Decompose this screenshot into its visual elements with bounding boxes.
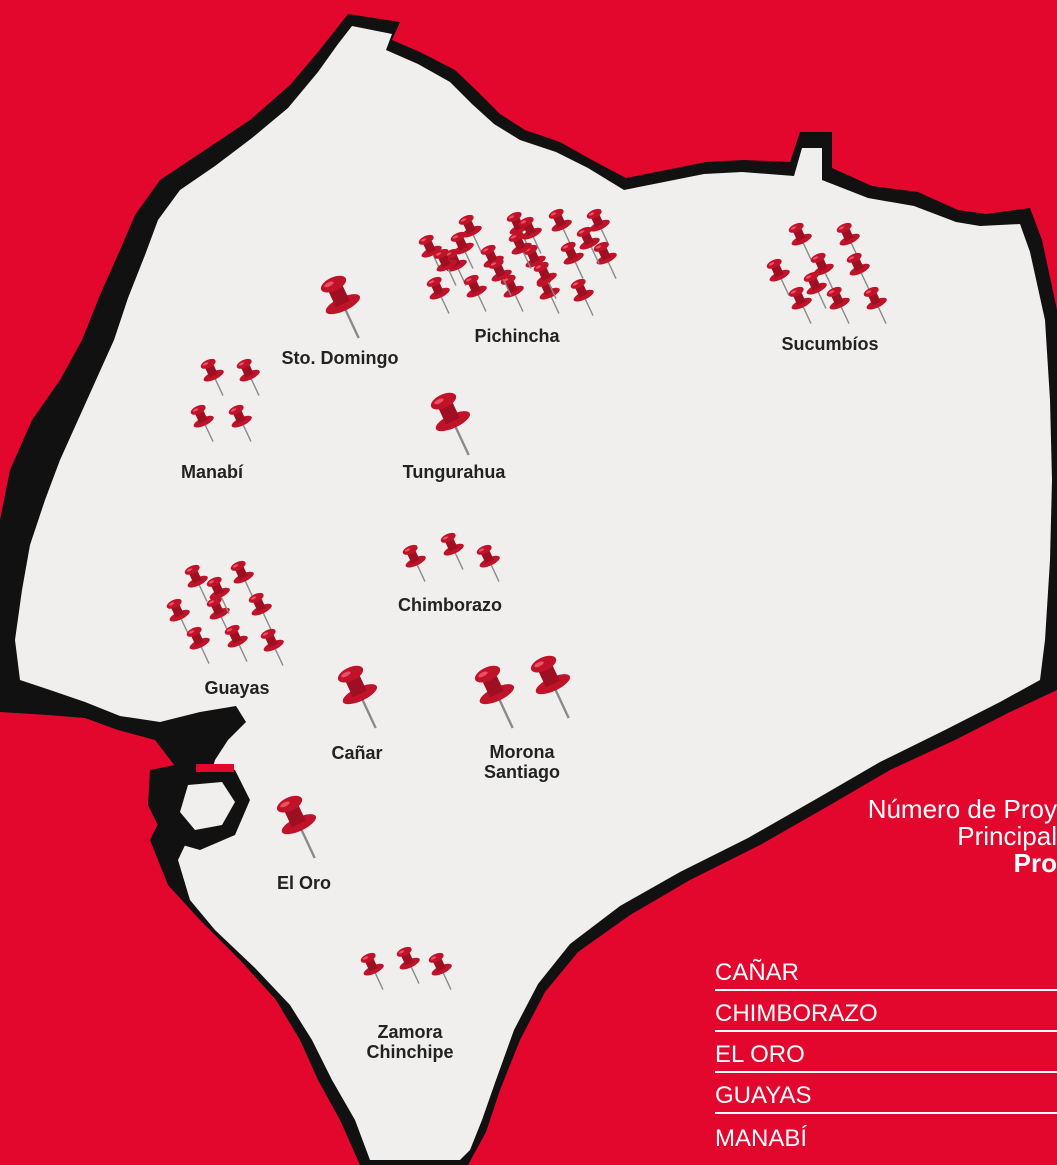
pushpin-icon	[530, 655, 571, 719]
pushpin-icon	[426, 276, 450, 314]
pushpin-icon	[810, 252, 834, 290]
pushpin-icon	[433, 248, 457, 286]
label-chimborazo: Chimborazo	[398, 595, 502, 615]
pushpin-icon	[474, 665, 515, 729]
pushpin-icon	[803, 271, 827, 309]
pushpin-icon	[593, 241, 617, 279]
label-line: Sto. Domingo	[281, 348, 399, 368]
legend-table: CAÑAR CHIMBORAZO EL ORO GUAYAS MANABÍ	[715, 950, 1057, 1155]
legend-province-name: MANABÍ	[715, 1125, 808, 1152]
title-line-2: Principal	[957, 821, 1057, 851]
pushpin-icon	[533, 261, 557, 299]
legend-row: CHIMBORAZO	[715, 991, 1057, 1032]
legend-row: CAÑAR	[715, 950, 1057, 991]
label-line: Tungurahua	[402, 462, 506, 482]
pushpin-icon	[766, 258, 790, 296]
legend-row: EL ORO	[715, 1032, 1057, 1073]
gulf-island	[180, 782, 235, 830]
pushpin-icon	[360, 952, 384, 990]
pins-layer	[166, 208, 887, 990]
label-sto-domingo: Sto. Domingo	[282, 348, 399, 368]
pushpin-icon	[788, 286, 812, 324]
label-line: El Oro	[276, 873, 332, 893]
legend-row: MANABÍ	[715, 1114, 1057, 1155]
pushpin-icon	[430, 392, 471, 456]
label-line: Manabí	[180, 462, 244, 482]
pushpin-icon	[230, 560, 254, 598]
label-line: Chinchipe	[366, 1042, 454, 1062]
label-manabi: Manabí	[181, 462, 243, 482]
pushpin-icon	[440, 532, 464, 570]
pushpin-icon	[548, 208, 572, 246]
pushpin-icon	[570, 278, 594, 316]
title-line-1: Número de Proy	[867, 794, 1057, 824]
label-zamora-chinchipe: Zamora Chinchipe	[366, 1022, 453, 1062]
pushpin-icon	[260, 628, 284, 666]
pushpin-icon	[508, 231, 532, 269]
pushpin-icon	[206, 596, 230, 634]
pushpin-icon	[320, 275, 361, 339]
label-line: Chimborazo	[397, 595, 503, 615]
legend-province-name: GUAYAS	[715, 1082, 812, 1109]
pushpin-icon	[396, 946, 420, 984]
pushpin-icon	[428, 952, 452, 990]
label-line: Santiago	[483, 762, 561, 782]
pushpin-icon	[863, 286, 887, 324]
label-line: Guayas	[204, 678, 270, 698]
pushpin-icon	[236, 358, 260, 396]
legend-province-name: CAÑAR	[715, 959, 800, 986]
label-line: Sucumbíos	[781, 334, 879, 354]
pushpin-icon	[586, 208, 610, 246]
label-tungurahua: Tungurahua	[403, 462, 506, 482]
legend-province-name: CHIMBORAZO	[715, 1000, 878, 1027]
pushpin-icon	[337, 665, 378, 729]
label-line: Pichincha	[474, 326, 560, 346]
pushpin-icon	[463, 274, 487, 312]
pushpin-icon	[488, 258, 512, 296]
map-surface	[15, 26, 1052, 1160]
pushpin-icon	[190, 404, 214, 442]
pushpin-icon	[418, 234, 442, 272]
label-el-oro: El Oro	[277, 873, 331, 893]
pushpin-icon	[166, 598, 190, 636]
pushpin-icon	[846, 252, 870, 290]
pushpin-icon	[450, 231, 474, 269]
label-sucumbios: Sucumbíos	[781, 334, 878, 354]
legend-row: GUAYAS	[715, 1073, 1057, 1114]
pushpin-icon	[402, 544, 426, 582]
pushpin-icon	[224, 624, 248, 662]
label-canar: Cañar	[331, 743, 382, 763]
title-line-3: Pro	[1013, 848, 1057, 878]
label-line: Cañar	[331, 743, 383, 763]
pushpin-icon	[184, 564, 208, 602]
pushpin-icon	[788, 222, 812, 260]
legend-province-name: EL ORO	[715, 1041, 805, 1068]
pushpin-icon	[276, 795, 317, 859]
pushpin-icon	[476, 544, 500, 582]
label-line: Morona	[489, 742, 555, 762]
pushpin-icon	[228, 404, 252, 442]
pushpin-icon	[206, 576, 230, 614]
pushpin-icon	[200, 358, 224, 396]
pushpin-icon	[518, 216, 542, 254]
pushpin-icon	[826, 286, 850, 324]
gulf-stripe	[196, 764, 234, 772]
pushpin-icon	[186, 626, 210, 664]
label-morona-santiago: Morona Santiago	[484, 742, 560, 782]
label-guayas: Guayas	[204, 678, 269, 698]
label-line: Zamora	[377, 1022, 443, 1042]
label-pichincha: Pichincha	[474, 326, 559, 346]
pushpin-icon	[560, 241, 584, 279]
pushpin-icon	[248, 592, 272, 630]
pushpin-icon	[576, 226, 600, 264]
pushpin-icon	[458, 214, 482, 252]
